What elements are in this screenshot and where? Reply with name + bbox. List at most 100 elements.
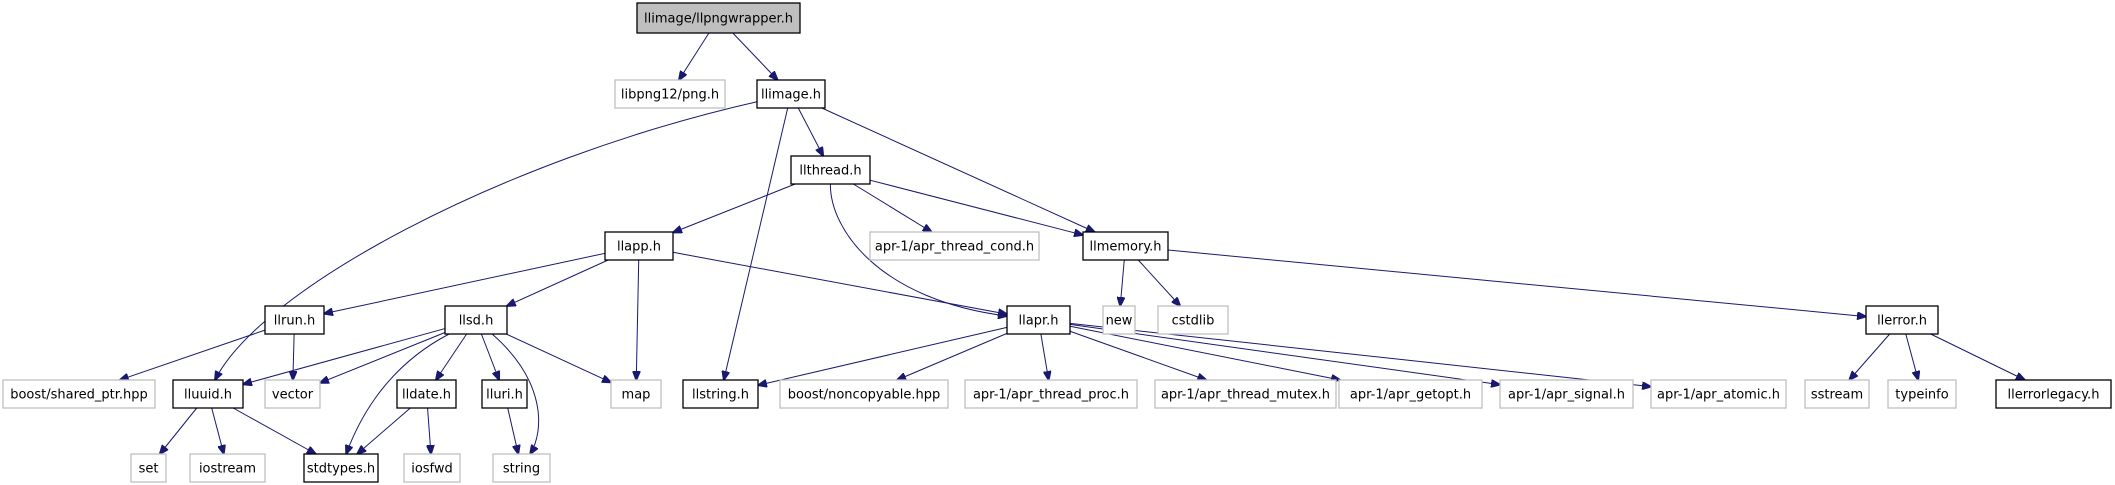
- node-label-stdtypes: stdtypes.h: [307, 462, 375, 477]
- edge-lldate-to-iosfwd: [428, 407, 431, 454]
- node-box-llapr: [1006, 305, 1071, 335]
- node-box-llmemory: [1082, 231, 1169, 261]
- node-box-typeinfo: [1887, 379, 1957, 409]
- node-label-llrun: llrun.h: [274, 314, 315, 329]
- node-box-new: [1102, 305, 1136, 335]
- node-box-vector: [264, 379, 321, 409]
- node-box-root: [636, 2, 801, 34]
- node-lluuid[interactable]: lluuid.h: [172, 379, 244, 409]
- node-llapp[interactable]: llapp.h: [604, 231, 674, 261]
- node-box-string: [492, 453, 551, 483]
- node-box-aprproc: [964, 379, 1138, 409]
- node-label-llsd: llsd.h: [459, 314, 494, 329]
- edge-llapr-to-apratomic: [1069, 322, 1651, 386]
- node-aprsignal: apr-1/apr_signal.h: [1499, 379, 1634, 409]
- node-label-iosfwd: iosfwd: [411, 462, 453, 477]
- node-label-llimage: llimage.h: [761, 88, 821, 103]
- node-label-noncopyable: boost/noncopyable.hpp: [788, 388, 941, 403]
- edge-llapp-to-llsd: [507, 259, 609, 306]
- node-label-aprgetopt: apr-1/apr_getopt.h: [1350, 388, 1471, 403]
- node-llerror[interactable]: llerror.h: [1865, 305, 1939, 335]
- node-vector: vector: [264, 379, 321, 409]
- edge-llthread-to-llapp: [673, 183, 796, 233]
- node-label-llapp: llapp.h: [617, 240, 661, 255]
- node-llstring[interactable]: llstring.h: [682, 379, 759, 409]
- edge-llapp-to-llrun: [324, 252, 606, 313]
- node-label-aprsignal: apr-1/apr_signal.h: [1508, 388, 1625, 403]
- node-sharedptr: boost/shared_ptr.hpp: [2, 379, 156, 409]
- edge-lluri-to-string: [507, 407, 519, 454]
- node-noncopyable: boost/noncopyable.hpp: [779, 379, 949, 409]
- node-box-noncopyable: [779, 379, 949, 409]
- edge-llerror-to-typeinfo: [1905, 333, 1918, 380]
- node-label-new: new: [1106, 314, 1133, 329]
- node-label-aprcond: apr-1/apr_thread_cond.h: [875, 240, 1034, 255]
- edge-llmemory-to-new: [1120, 259, 1124, 306]
- edge-llapr-to-aprgetopt: [1069, 325, 1340, 380]
- edge-llapr-to-noncopyable: [897, 332, 1008, 380]
- node-lldate[interactable]: lldate.h: [396, 379, 457, 409]
- node-aprmutex: apr-1/apr_thread_mutex.h: [1154, 379, 1337, 409]
- edge-llrun-to-sharedptr: [120, 329, 266, 380]
- node-box-lluri: [481, 379, 528, 409]
- edge-llimage-to-llthread: [797, 107, 823, 156]
- edge-llmemory-to-cstdlib: [1137, 259, 1180, 306]
- edge-llthread-to-aprcond: [853, 183, 931, 232]
- node-lluri[interactable]: lluri.h: [481, 379, 528, 409]
- node-llsd[interactable]: llsd.h: [444, 305, 508, 335]
- node-stdtypes[interactable]: stdtypes.h: [303, 453, 379, 483]
- node-box-llthread: [790, 155, 871, 185]
- edge-llapr-to-aprsignal: [1069, 323, 1500, 384]
- node-label-llthread: llthread.h: [799, 164, 861, 179]
- node-label-aprproc: apr-1/apr_thread_proc.h: [973, 388, 1129, 403]
- node-box-apratomic: [1650, 379, 1787, 409]
- node-libpng: libpng12/png.h: [614, 79, 726, 109]
- node-box-llerrorlegacy: [1995, 379, 2112, 409]
- node-label-string: string: [503, 462, 540, 477]
- node-label-aprmutex: apr-1/apr_thread_mutex.h: [1161, 388, 1330, 403]
- edge-llimage-to-llmemory: [821, 107, 1095, 232]
- edge-llapr-to-llstring: [758, 326, 1008, 385]
- edge-llapr-to-aprproc: [1040, 333, 1049, 380]
- edge-llsd-to-map: [506, 333, 611, 382]
- edge-llrun-to-vector: [293, 333, 294, 380]
- node-label-apratomic: apr-1/apr_atomic.h: [1657, 388, 1780, 403]
- edge-lldate-to-stdtypes: [357, 407, 411, 454]
- node-typeinfo: typeinfo: [1887, 379, 1957, 409]
- node-aprgetopt: apr-1/apr_getopt.h: [1338, 379, 1483, 409]
- edge-llmemory-to-llerror: [1167, 249, 1866, 317]
- node-llapr[interactable]: llapr.h: [1006, 305, 1071, 335]
- edge-llsd-to-lluuid: [243, 328, 446, 385]
- node-llimage[interactable]: llimage.h: [756, 79, 826, 109]
- node-llrun[interactable]: llrun.h: [264, 305, 325, 335]
- node-box-libpng: [614, 79, 726, 109]
- node-label-llerror: llerror.h: [1877, 314, 1927, 329]
- node-label-sharedptr: boost/shared_ptr.hpp: [10, 388, 148, 403]
- node-llerrorlegacy[interactable]: llerrorlegacy.h: [1995, 379, 2112, 409]
- node-label-libpng: libpng12/png.h: [621, 88, 719, 103]
- node-box-llerror: [1865, 305, 1939, 335]
- edge-llimage-to-llstring: [724, 107, 789, 380]
- node-box-set: [130, 453, 167, 483]
- node-set: set: [130, 453, 167, 483]
- edge-llerror-to-sstream: [1849, 333, 1891, 380]
- node-box-llapp: [604, 231, 674, 261]
- node-box-map: [610, 379, 662, 409]
- node-label-lluuid: lluuid.h: [184, 388, 232, 403]
- node-box-aprgetopt: [1338, 379, 1483, 409]
- node-llmemory[interactable]: llmemory.h: [1082, 231, 1169, 261]
- edges-layer: [120, 32, 2025, 454]
- node-box-aprmutex: [1154, 379, 1337, 409]
- node-label-llstring: llstring.h: [692, 388, 749, 403]
- node-label-llmemory: llmemory.h: [1089, 240, 1161, 255]
- node-root[interactable]: llimage/llpngwrapper.h: [636, 2, 801, 34]
- edge-llapp-to-map: [636, 259, 638, 380]
- node-llthread[interactable]: llthread.h: [790, 155, 871, 185]
- node-box-llimage: [756, 79, 826, 109]
- node-label-map: map: [622, 388, 651, 403]
- edge-llerror-to-llerrorlegacy: [1930, 333, 2025, 380]
- edge-llimage-to-lluuid: [215, 101, 758, 380]
- edge-llthread-to-llmemory: [869, 179, 1083, 235]
